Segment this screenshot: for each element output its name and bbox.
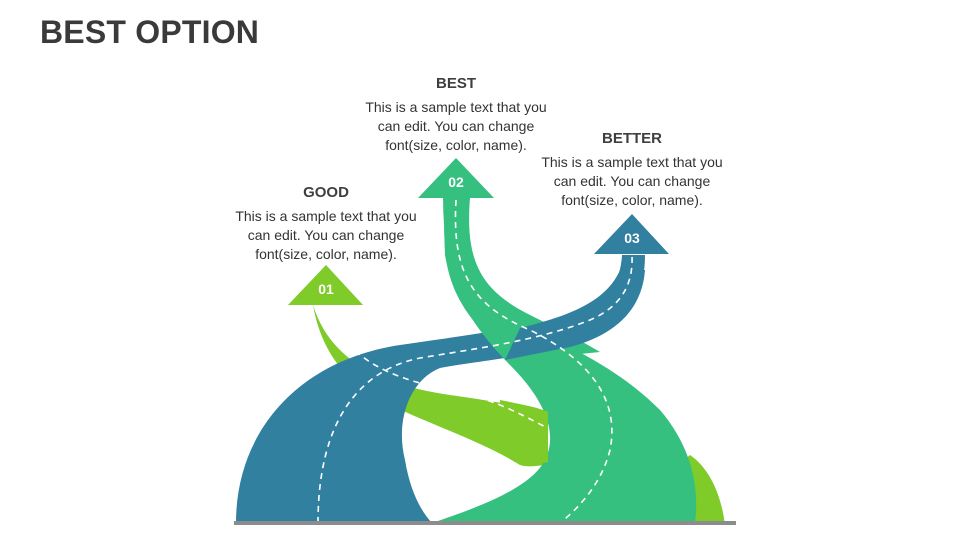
callout-heading: BEST	[435, 75, 476, 92]
lane-line-best	[454, 199, 613, 524]
road-better-overlap	[505, 270, 645, 360]
option-number-02: 02	[448, 174, 464, 190]
callout-good: GOOD This is a sample text that you can …	[226, 184, 426, 264]
lane-line-better	[317, 255, 633, 524]
callout-best: BEST This is a sample text that you can …	[356, 75, 556, 155]
road-best	[432, 198, 697, 523]
arrow-good-head	[288, 265, 363, 305]
callout-heading: GOOD	[303, 184, 349, 201]
callout-text: This is a sample text that you can edit.…	[541, 154, 723, 208]
callout-text: This is a sample text that you can edit.…	[365, 99, 547, 153]
option-number-01: 01	[318, 281, 334, 297]
road-best-stem	[443, 198, 600, 360]
callout-text: This is a sample text that you can edit.…	[235, 208, 417, 262]
arrow-better-head	[594, 214, 669, 254]
lane-line-good	[325, 304, 549, 429]
arrow-best-head	[418, 158, 494, 198]
option-number-03: 03	[624, 230, 640, 246]
callout-heading: BETTER	[602, 130, 662, 147]
ground-line	[234, 521, 736, 525]
road-good	[313, 305, 548, 467]
road-good-overlap	[500, 400, 548, 465]
page-title: BEST OPTION	[40, 14, 260, 50]
road-better	[236, 255, 645, 523]
callout-better: BETTER This is a sample text that you ca…	[532, 130, 732, 210]
